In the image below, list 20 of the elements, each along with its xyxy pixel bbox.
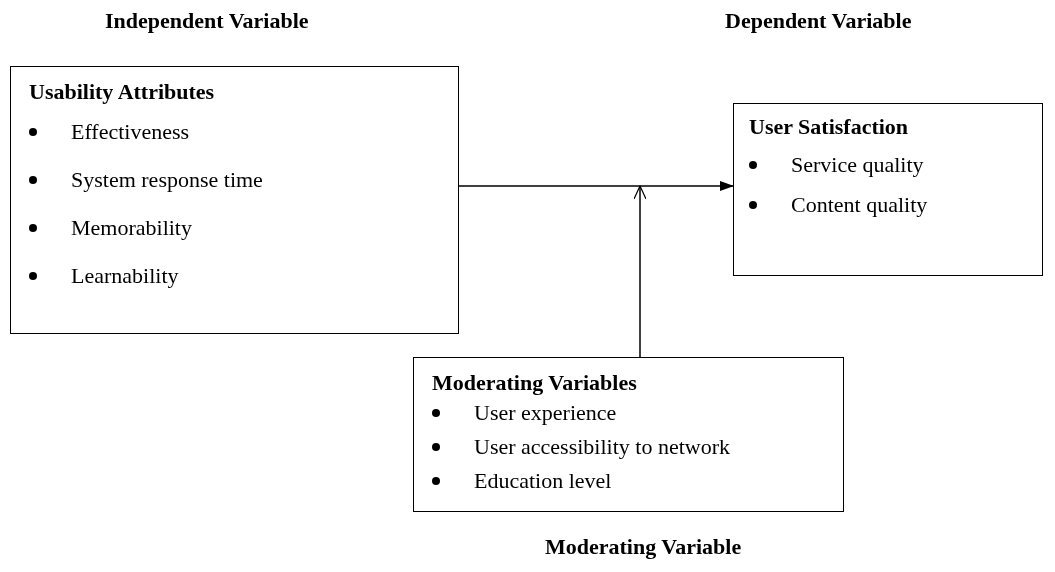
box-heading: User Satisfaction	[749, 114, 910, 140]
list-item: Effectiveness	[71, 119, 190, 145]
arrow	[633, 185, 647, 358]
list-item: Service quality	[791, 152, 924, 178]
list-item: User experience	[474, 400, 617, 426]
list-item: Education level	[474, 468, 612, 494]
variable-caption: Independent Variable	[105, 8, 309, 34]
variable-box	[733, 103, 1043, 276]
list-item: Learnability	[71, 263, 179, 289]
list-item: System response time	[71, 167, 263, 193]
box-heading: Moderating Variables	[432, 370, 638, 396]
arrow	[458, 181, 734, 191]
variable-caption: Moderating Variable	[545, 534, 742, 560]
list-item: User accessibility to network	[474, 434, 730, 460]
box-heading: Usability Attributes	[29, 79, 216, 105]
list-item: Memorability	[71, 215, 192, 241]
list-item: Content quality	[791, 192, 928, 218]
variable-box	[10, 66, 459, 334]
variable-caption: Dependent Variable	[725, 8, 912, 34]
variable-box	[413, 357, 844, 512]
